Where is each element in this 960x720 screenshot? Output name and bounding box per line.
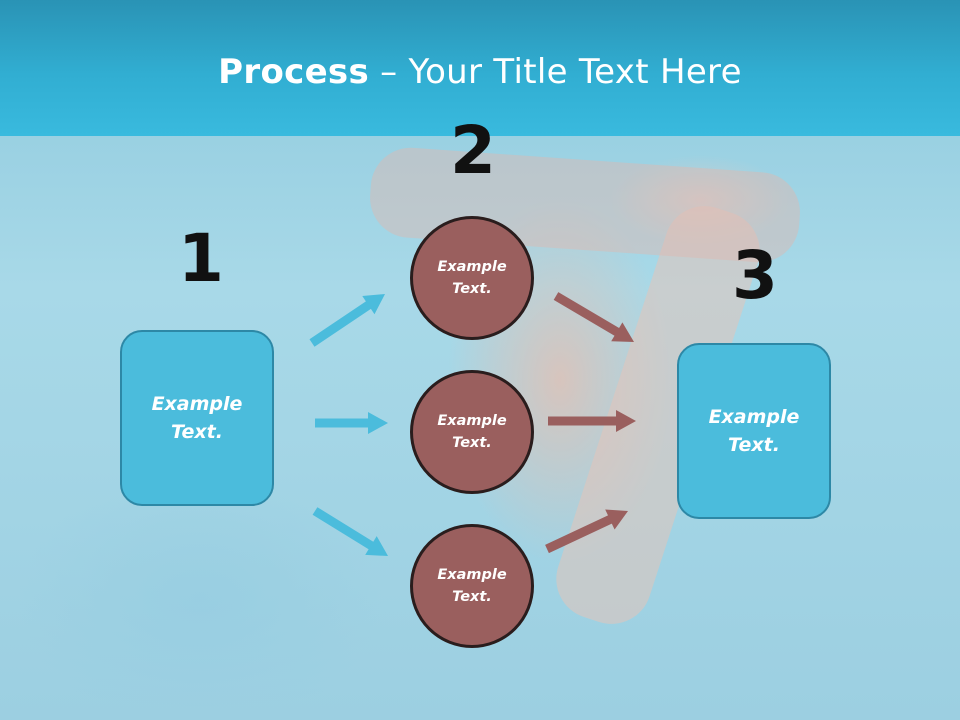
circle-middle[interactable]: Example Text.: [410, 370, 534, 494]
title-rest: – Your Title Text Here: [369, 52, 742, 92]
step-number-2: 2: [450, 112, 496, 189]
step-number-3: 3: [732, 237, 778, 314]
circle-bottom[interactable]: Example Text.: [410, 524, 534, 648]
circle-bottom-text: Example Text.: [437, 566, 507, 605]
slide-title: Process – Your Title Text Here: [0, 52, 960, 92]
blue-arrow-down-icon: [312, 507, 388, 556]
left-process-box[interactable]: Example Text.: [120, 330, 274, 506]
title-bar: Process – Your Title Text Here: [0, 0, 960, 136]
circle-top[interactable]: Example Text.: [410, 216, 534, 340]
circle-top-text: Example Text.: [437, 258, 507, 297]
brown-arrow-up-icon: [545, 509, 628, 554]
left-box-text: Example Text.: [151, 392, 243, 444]
circle-middle-text: Example Text.: [437, 412, 507, 451]
brown-arrow-right-icon: [548, 410, 636, 432]
blue-arrow-right-icon: [315, 412, 388, 434]
brown-arrow-down-icon: [553, 292, 634, 342]
title-bold: Process: [218, 52, 370, 92]
right-process-box[interactable]: Example Text.: [677, 343, 831, 519]
blue-arrow-up-icon: [309, 294, 385, 347]
right-box-text: Example Text.: [708, 405, 800, 457]
step-number-1: 1: [178, 220, 224, 297]
